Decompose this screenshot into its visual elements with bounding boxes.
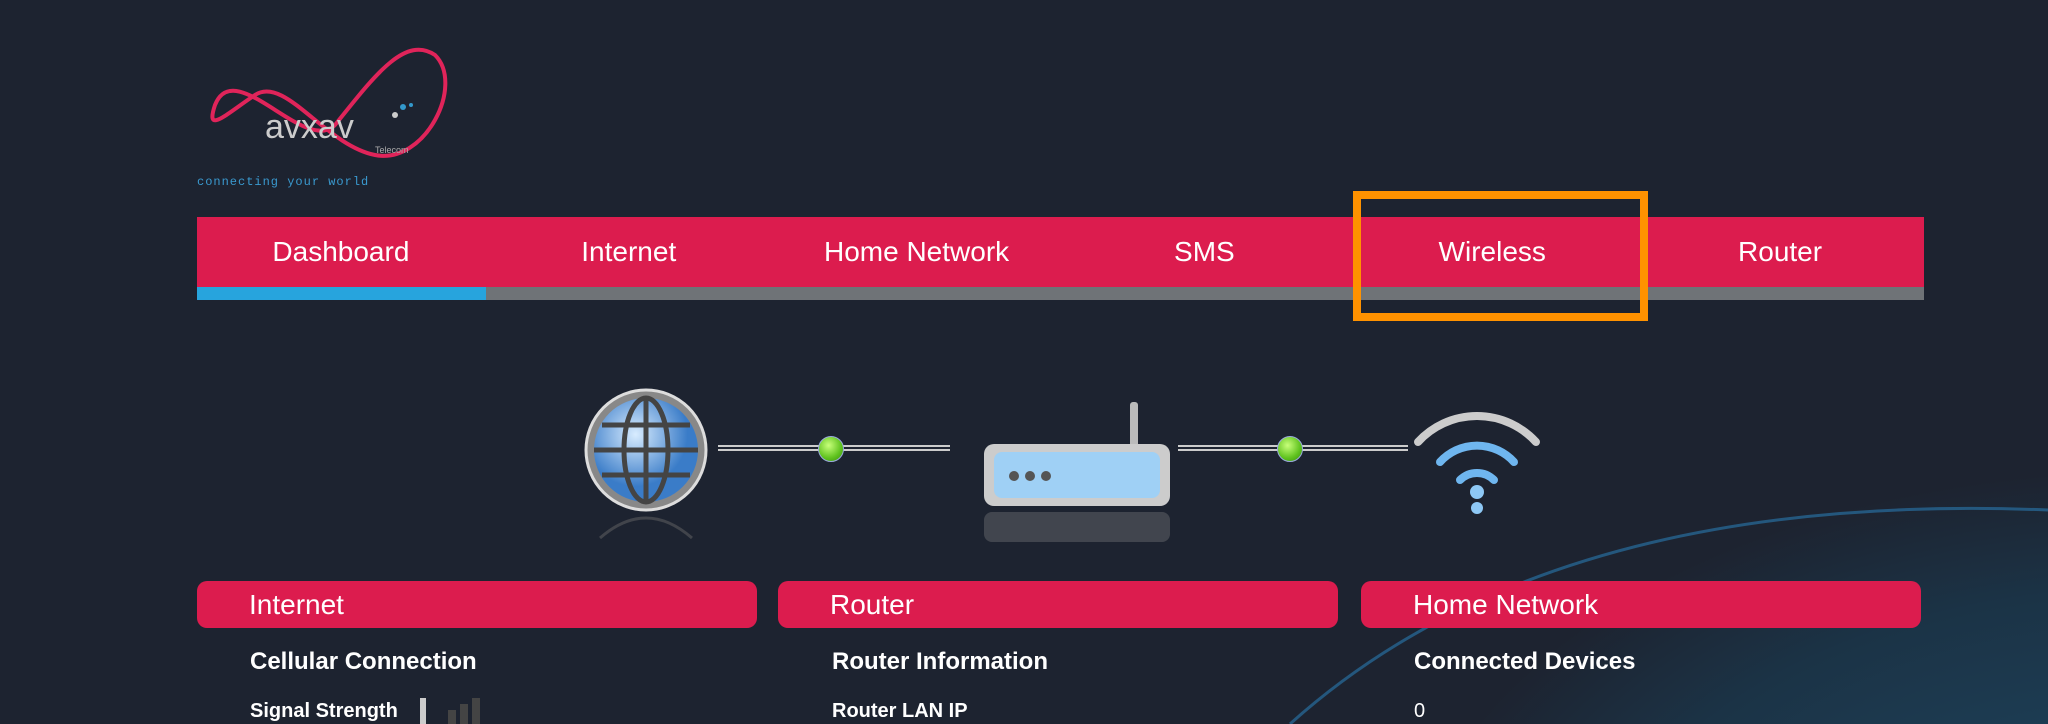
svg-text:Telecom: Telecom — [375, 145, 409, 155]
wireless-highlight-box — [1353, 191, 1648, 321]
nav-router[interactable]: Router — [1738, 236, 1823, 267]
nav-dashboard[interactable]: Dashboard — [272, 236, 410, 267]
nav-internet[interactable]: Internet — [581, 236, 677, 267]
router-information-label: Router Information — [832, 648, 1048, 675]
wireless-status-dot — [1277, 436, 1303, 462]
internet-status-dot — [818, 436, 844, 462]
home-network-panel-header: Home Network — [1361, 581, 1921, 628]
nav-underline — [197, 287, 1924, 300]
internet-panel-header: Internet — [197, 581, 757, 628]
signal-strength-label: Signal Strength — [250, 700, 398, 722]
logo-text: avxav — [265, 108, 354, 146]
nav-wireless[interactable]: Wireless — [1438, 236, 1546, 267]
main-nav: Dashboard Internet Home Network SMS Wire… — [197, 217, 1924, 287]
wifi-icon[interactable] — [1410, 400, 1545, 515]
connected-devices-count: 0 — [1414, 700, 1426, 722]
connected-devices-label: Connected Devices — [1414, 648, 1636, 675]
globe-icon[interactable] — [580, 380, 715, 540]
svg-text:connecting your world: connecting your world — [197, 175, 369, 189]
signal-strength-icon — [420, 698, 480, 724]
router-lan-ip-label: Router LAN IP — [832, 700, 968, 722]
nav-sms[interactable]: SMS — [1174, 236, 1235, 267]
router-icon[interactable] — [980, 400, 1175, 545]
nav-home-network[interactable]: Home Network — [823, 236, 1010, 267]
active-tab-indicator — [197, 287, 486, 300]
router-panel-header: Router — [778, 581, 1338, 628]
cellular-connection-label: Cellular Connection — [250, 648, 477, 675]
logo[interactable]: avxav Telecom connecting your world — [195, 35, 465, 195]
